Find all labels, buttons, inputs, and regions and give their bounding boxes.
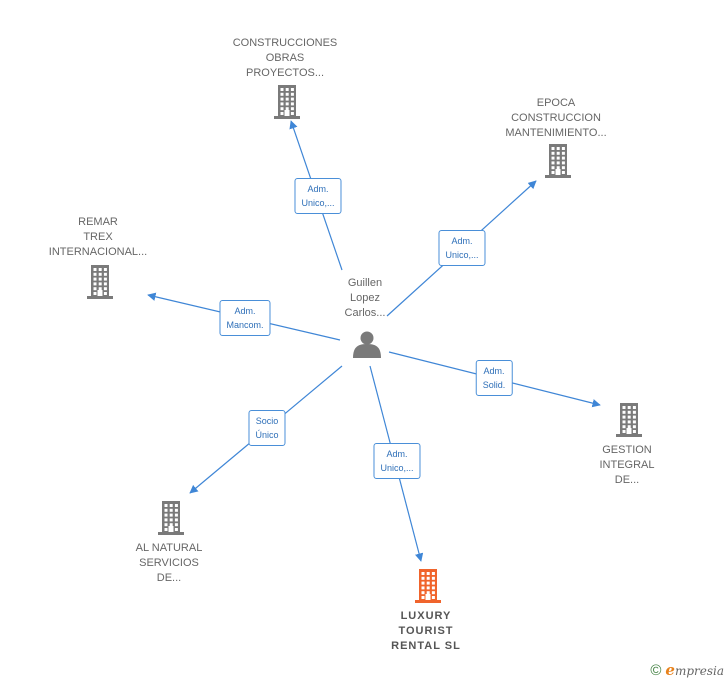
building-icon-c5[interactable]: [158, 501, 184, 535]
building-icon-c2[interactable]: [545, 144, 571, 178]
label-line: RENTAL SL: [391, 640, 461, 652]
relation-line: Adm.: [234, 306, 256, 316]
relation-line: Solid.: [482, 380, 506, 390]
relation-line: Adm.: [386, 449, 408, 459]
label-line: CONSTRUCCION: [511, 112, 601, 124]
label-line: PROYECTOS...: [245, 67, 325, 79]
label-line: INTEGRAL: [599, 459, 655, 471]
company-label-c1[interactable]: CONSTRUCCIONES OBRAS PROYECTOS...: [233, 36, 338, 81]
building-icon-c3[interactable]: [87, 265, 113, 299]
label-line: DE...: [156, 572, 182, 584]
label-line: CONSTRUCCIONES: [232, 37, 338, 49]
company-label-c4[interactable]: GESTION INTEGRAL DE...: [599, 443, 654, 488]
footer-brand[interactable]: © empresia: [650, 661, 724, 679]
relation-line: Adm.: [307, 184, 329, 194]
company-label-c3[interactable]: REMAR TREX INTERNACIONAL...: [49, 215, 147, 260]
label-line: LUXURY: [400, 610, 452, 622]
building-icon-c4[interactable]: [616, 403, 642, 437]
relation-label-c3[interactable]: Adm. Mancom.: [219, 300, 271, 336]
relation-label-c6[interactable]: Adm. Unico,...: [373, 443, 421, 479]
label-line: EPOCA: [536, 97, 576, 109]
relation-label-c1[interactable]: Adm. Unico,...: [294, 178, 342, 214]
relation-line: Socio: [255, 416, 279, 426]
relation-line: Adm.: [451, 236, 473, 246]
label-line: Guillen: [347, 277, 383, 289]
label-line: TREX: [83, 231, 113, 243]
relation-line: Unico,...: [380, 463, 414, 473]
label-line: Lopez: [350, 292, 380, 304]
company-label-c2[interactable]: EPOCA CONSTRUCCION MANTENIMIENTO...: [505, 96, 606, 141]
building-icon-c1[interactable]: [274, 85, 300, 119]
company-label-c5[interactable]: AL NATURAL SERVICIOS DE...: [136, 541, 203, 586]
relation-line: Mancom.: [226, 320, 264, 330]
label-line: OBRAS: [265, 52, 305, 64]
label-line: Carlos...: [344, 307, 386, 319]
relation-line: Único: [255, 430, 279, 440]
building-icon-c6[interactable]: [415, 569, 441, 603]
person-icon[interactable]: [353, 331, 381, 359]
label-line: INTERNACIONAL...: [48, 246, 148, 258]
company-label-c6[interactable]: LUXURY TOURIST RENTAL SL: [391, 609, 461, 654]
label-line: DE...: [614, 474, 640, 486]
empresia-logo: empresia: [665, 661, 724, 679]
relation-line: Unico,...: [445, 250, 479, 260]
label-line: TOURIST: [398, 625, 454, 637]
label-line: REMAR: [78, 216, 118, 228]
relation-label-c4[interactable]: Adm. Solid.: [475, 360, 513, 396]
relation-line: Adm.: [483, 366, 505, 376]
relation-label-c2[interactable]: Adm. Unico,...: [438, 230, 486, 266]
relation-line: Unico,...: [301, 198, 335, 208]
label-line: SERVICIOS: [139, 557, 199, 569]
label-line: GESTION: [602, 444, 652, 456]
label-line: AL NATURAL: [135, 542, 203, 554]
label-line: MANTENIMIENTO...: [505, 127, 607, 139]
copyright-icon: ©: [650, 661, 662, 679]
